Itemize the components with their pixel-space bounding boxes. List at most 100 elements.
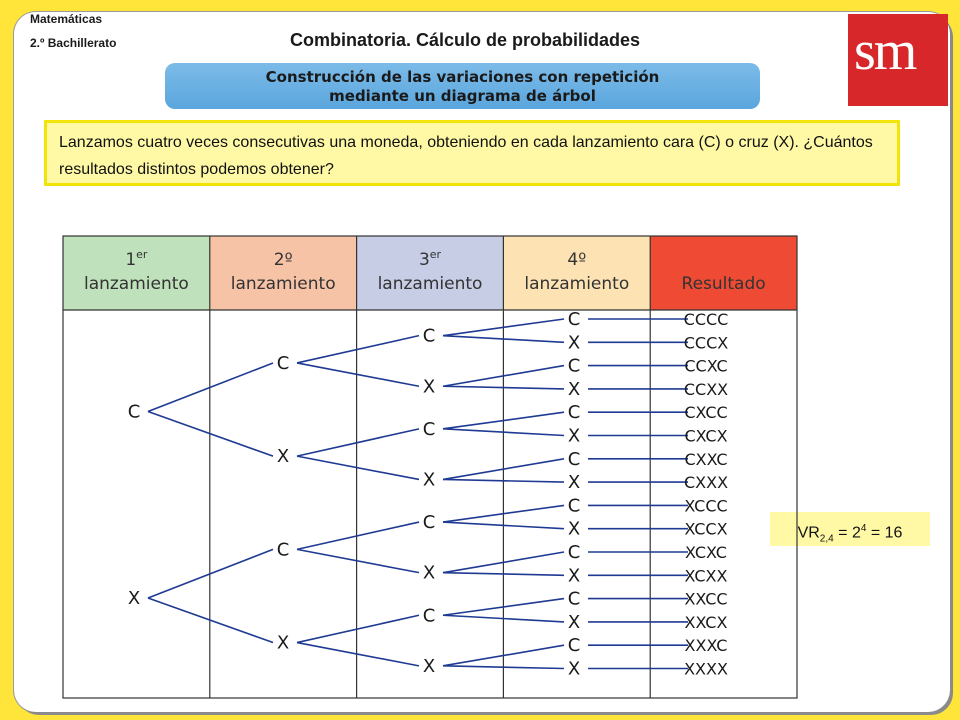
header-label-5: Resultado bbox=[682, 274, 766, 294]
tree-branch bbox=[442, 458, 565, 481]
result-item: CCXX bbox=[684, 380, 728, 399]
node-level-4: X bbox=[568, 332, 580, 353]
node-level-4: C bbox=[568, 542, 581, 563]
header-cell-4 bbox=[503, 236, 651, 310]
page-title: Combinatoria. Cálculo de probabilidades bbox=[290, 30, 641, 50]
node-level-2: X bbox=[277, 446, 289, 467]
header-cell-3 bbox=[356, 236, 504, 310]
subject-label: Matemáticas 2.º Bachillerato bbox=[30, 7, 116, 55]
result-item: CXXX bbox=[684, 473, 728, 492]
tree-branch bbox=[442, 665, 565, 670]
node-level-3: X bbox=[423, 376, 435, 397]
result-item: CCCX bbox=[684, 333, 729, 352]
tree-branch bbox=[442, 478, 565, 483]
node-level-2: C bbox=[277, 539, 290, 560]
node-level-4: X bbox=[568, 612, 580, 633]
header-label-4: lanzamiento bbox=[524, 274, 629, 294]
tree-branch bbox=[442, 551, 565, 574]
header-label-3: lanzamiento bbox=[378, 274, 483, 294]
formula-suffix: = 16 bbox=[866, 524, 903, 542]
tree-branch bbox=[147, 548, 274, 599]
node-level-3: C bbox=[423, 326, 436, 347]
node-level-4: X bbox=[568, 426, 580, 447]
logo-text: sm bbox=[854, 20, 917, 82]
result-item: CXCC bbox=[684, 403, 727, 422]
node-level-4: C bbox=[568, 495, 581, 516]
node-level-3: C bbox=[423, 512, 436, 533]
tree-branch bbox=[442, 504, 565, 523]
header-number-2: 2º bbox=[274, 250, 293, 270]
problem-statement: Lanzamos cuatro veces consecutivas una m… bbox=[44, 120, 900, 186]
tree-branch bbox=[442, 428, 565, 437]
node-level-4: C bbox=[568, 356, 581, 377]
tree-branch bbox=[442, 571, 565, 577]
result-item: XXXX bbox=[684, 660, 728, 679]
node-level-3: X bbox=[423, 469, 435, 490]
header-superscript: er bbox=[136, 248, 148, 261]
tree-branch bbox=[296, 362, 420, 388]
result-item: XCCC bbox=[684, 496, 727, 515]
tree-branch bbox=[296, 521, 420, 551]
tree-branch bbox=[442, 411, 565, 430]
tree-diagram-table: 1erlanzamiento2ºlanzamiento3erlanzamient… bbox=[62, 235, 798, 699]
subject-name: Matemáticas bbox=[30, 12, 103, 26]
node-level-4: C bbox=[568, 309, 581, 330]
result-item: CCCC bbox=[684, 310, 729, 329]
header-cell-2 bbox=[209, 236, 357, 310]
node-level-4: X bbox=[568, 519, 580, 540]
subtitle-banner: Construcción de las variaciones con repe… bbox=[165, 63, 760, 109]
tree-branch bbox=[296, 614, 420, 644]
tree-branch bbox=[296, 334, 420, 364]
result-item: XXXC bbox=[685, 636, 728, 655]
tree-branch bbox=[442, 644, 565, 667]
node-level-4: C bbox=[568, 449, 581, 470]
node-level-3: X bbox=[423, 563, 435, 584]
tree-branch bbox=[296, 455, 420, 481]
header-cell-5 bbox=[650, 236, 797, 310]
result-item: XXCX bbox=[685, 613, 728, 632]
result-item: CXCX bbox=[684, 427, 727, 446]
node-level-4: X bbox=[568, 379, 580, 400]
node-level-1: X bbox=[128, 588, 140, 609]
header-label-2: lanzamiento bbox=[231, 274, 336, 294]
node-level-3: X bbox=[423, 656, 435, 677]
tree-branch bbox=[442, 364, 565, 388]
table-border bbox=[62, 235, 798, 699]
tree-branch bbox=[147, 597, 274, 644]
tree-branch bbox=[442, 597, 565, 617]
tree-branch bbox=[147, 410, 274, 457]
sm-logo: sm bbox=[848, 14, 948, 106]
tree-branch bbox=[147, 362, 274, 413]
tree-branch bbox=[442, 614, 565, 623]
node-level-3: C bbox=[423, 605, 436, 626]
node-level-4: C bbox=[568, 402, 581, 423]
header-cell-1 bbox=[63, 236, 210, 310]
tree-branch bbox=[442, 521, 565, 530]
header-label-1: lanzamiento bbox=[84, 274, 189, 294]
subtitle-line-2: mediante un diagrama de árbol bbox=[329, 87, 596, 105]
course-name: 2.º Bachillerato bbox=[30, 36, 117, 50]
node-level-1: C bbox=[128, 402, 141, 423]
formula-superscript: 4 bbox=[860, 523, 867, 534]
result-item: XXCC bbox=[684, 590, 727, 609]
formula-subscript: 2,4 bbox=[819, 533, 834, 545]
subtitle-line-1: Construcción de las variaciones con repe… bbox=[265, 68, 660, 86]
formula-prefix: VR bbox=[797, 524, 820, 542]
tree-branch bbox=[296, 548, 420, 574]
node-level-2: C bbox=[277, 353, 290, 374]
tree-branch bbox=[442, 318, 565, 337]
node-level-4: C bbox=[568, 635, 581, 656]
result-item: CCXC bbox=[684, 357, 727, 376]
tree-branch bbox=[442, 385, 565, 390]
result-item: XCXC bbox=[685, 543, 727, 562]
result-item: XCXX bbox=[685, 566, 728, 585]
header-superscript: er bbox=[430, 248, 442, 261]
node-level-4: C bbox=[568, 589, 581, 610]
node-level-2: X bbox=[277, 633, 289, 654]
node-level-3: C bbox=[423, 419, 436, 440]
node-level-4: X bbox=[568, 472, 580, 493]
header-number-4: 4º bbox=[567, 250, 586, 270]
tree-branch bbox=[296, 428, 420, 457]
formula-middle: = 2 bbox=[833, 524, 861, 542]
node-level-4: X bbox=[568, 659, 580, 680]
